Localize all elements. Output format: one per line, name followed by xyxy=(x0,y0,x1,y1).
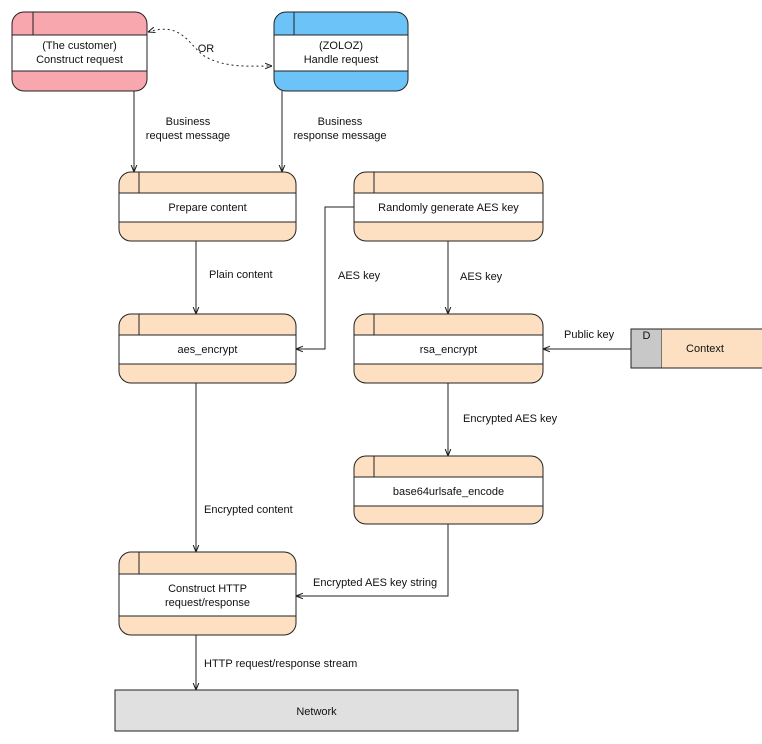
or-label: OR xyxy=(198,43,215,55)
random-aes-key-process: Randomly generate AES key xyxy=(353,171,544,242)
business-response-label-2: response message xyxy=(294,130,387,142)
aes-key-right-label: AES key xyxy=(460,271,503,283)
context-data-store: D Context xyxy=(630,328,762,369)
construct-http-line2: request/response xyxy=(165,597,250,609)
customer-process: (The customer) Construct request xyxy=(11,11,148,92)
prepare-content-process: Prepare content xyxy=(118,171,297,242)
random-aes-key-label: Randomly generate AES key xyxy=(378,202,519,214)
prepare-content-label: Prepare content xyxy=(168,202,246,214)
construct-http-line1: Construct HTTP xyxy=(168,583,247,595)
customer-line1: (The customer) xyxy=(42,40,117,52)
context-label: Context xyxy=(686,343,724,355)
business-response-label-1: Business xyxy=(318,116,363,128)
base64-encode-label: base64urlsafe_encode xyxy=(393,486,504,498)
rsa-encrypt-process: rsa_encrypt xyxy=(353,313,544,384)
edge-random-to-aes xyxy=(296,206,354,349)
zoloz-line2: Handle request xyxy=(304,54,379,66)
network-entity: Network xyxy=(114,689,519,732)
construct-http-process: Construct HTTP request/response xyxy=(118,551,297,636)
network-label: Network xyxy=(296,706,337,718)
business-request-label-2: request message xyxy=(146,130,230,142)
aes-encrypt-process: aes_encrypt xyxy=(118,313,297,384)
aes-encrypt-label: aes_encrypt xyxy=(178,344,238,356)
customer-line2: Construct request xyxy=(36,54,123,66)
rsa-encrypt-label: rsa_encrypt xyxy=(420,344,477,356)
zoloz-line1: (ZOLOZ) xyxy=(319,40,363,52)
business-request-label-1: Business xyxy=(166,116,211,128)
encrypted-aes-key-label: Encrypted AES key xyxy=(463,413,558,425)
http-stream-label: HTTP request/response stream xyxy=(204,658,357,670)
zoloz-process: (ZOLOZ) Handle request xyxy=(273,11,409,92)
or-connector xyxy=(148,29,272,66)
plain-content-label: Plain content xyxy=(209,269,273,281)
encrypted-content-label: Encrypted content xyxy=(204,504,293,516)
aes-key-left-label: AES key xyxy=(338,270,381,282)
edge-base64-to-construct xyxy=(296,524,449,596)
base64-encode-process: base64urlsafe_encode xyxy=(353,455,544,525)
public-key-label: Public key xyxy=(564,329,615,341)
encrypted-aes-key-string-label: Encrypted AES key string xyxy=(313,577,437,589)
context-store-id: D xyxy=(643,330,651,342)
